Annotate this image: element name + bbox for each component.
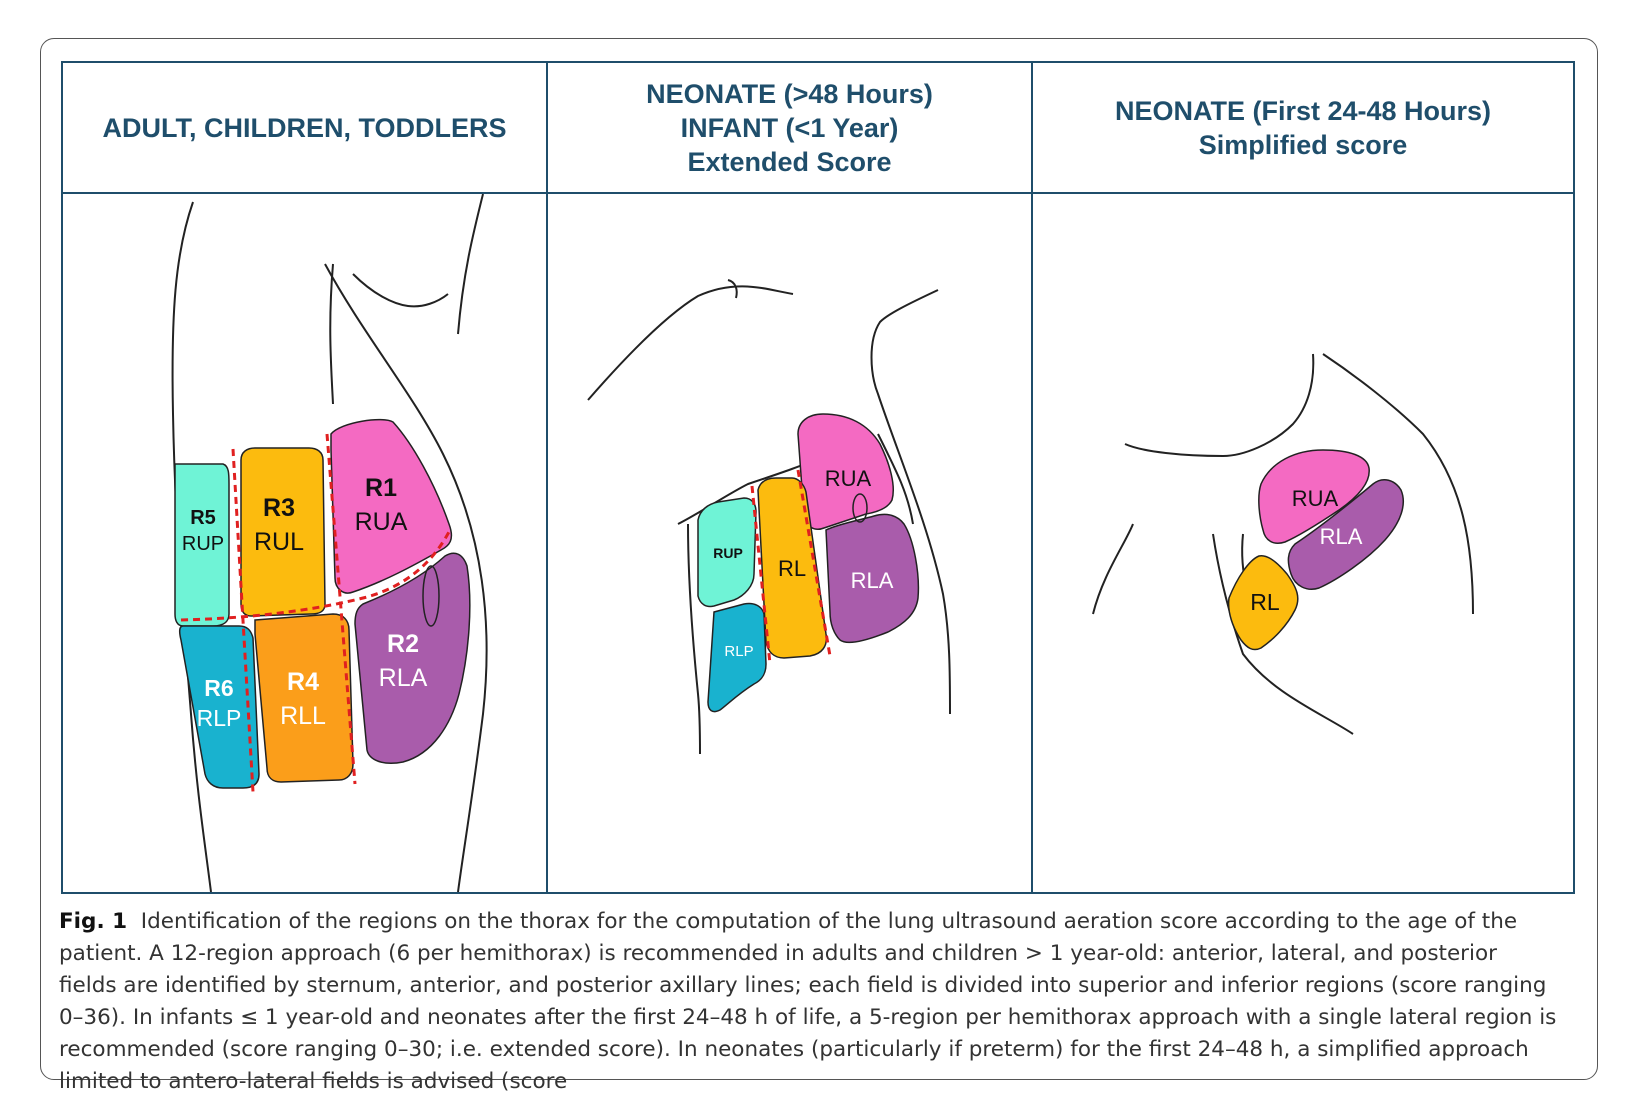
region-rl-shape-neonate xyxy=(1227,554,1299,651)
adult-anterior-axillary-line xyxy=(325,433,357,785)
region-r5-shape xyxy=(174,463,230,627)
region-rua-shape xyxy=(797,413,894,530)
region-r3-code: R3 xyxy=(263,494,295,522)
region-rup-label: RUP xyxy=(713,545,743,561)
neonate-side-outline xyxy=(1322,353,1474,615)
adult-shoulder-outline xyxy=(352,273,449,308)
column-divider-2 xyxy=(1031,63,1033,892)
header-divider xyxy=(63,192,1573,194)
region-r6-shape xyxy=(178,625,260,789)
region-rua-label-neonate: RUA xyxy=(1292,486,1339,511)
infant-nipple-marker xyxy=(852,493,868,523)
region-r2-name: RLA xyxy=(379,664,428,692)
figure-caption: Fig. 1 Identification of the regions on … xyxy=(59,906,1559,1098)
region-r3-shape xyxy=(240,447,326,617)
header-neonate-simplified-line-1: NEONATE (First 24-48 Hours) xyxy=(1114,95,1492,126)
region-rl-label-neonate: RL xyxy=(1250,589,1280,615)
neonate-extended-diagram: RUA RUP RL RLA RLP xyxy=(587,279,951,755)
neonate-back-outline xyxy=(1092,523,1134,615)
column-divider-1 xyxy=(546,63,548,892)
region-r4-shape xyxy=(254,613,354,783)
region-r6-name: RLP xyxy=(197,705,242,731)
infant-arm-end xyxy=(727,279,738,299)
adult-back-outline xyxy=(329,263,334,405)
neonate-simplified-diagram: RUA RLA RL xyxy=(1092,353,1474,735)
infant-shoulder-outline xyxy=(870,289,951,715)
region-r4-name: RLL xyxy=(280,702,326,730)
region-rua-label: RUA xyxy=(825,466,872,491)
infant-anterior-axillary-line xyxy=(796,469,832,657)
neonate-shoulder-outline xyxy=(1124,353,1315,458)
header-neonate-extended-line-2: INFANT (<1 Year) xyxy=(680,112,899,143)
header-adult: ADULT, CHILDREN, TODDLERS xyxy=(63,63,546,192)
region-rup-shape xyxy=(697,497,757,608)
header-neonate-extended-line-3: Extended Score xyxy=(687,146,892,177)
region-rla-label-neonate: RLA xyxy=(1320,524,1363,549)
region-rlp-label: RLP xyxy=(724,643,753,660)
infant-chest-lower-left xyxy=(687,523,701,755)
header-adult-line: ADULT, CHILDREN, TODDLERS xyxy=(102,112,507,143)
region-rua-shape-neonate xyxy=(1258,449,1370,544)
header-neonate-simplified-line-2: Simplified score xyxy=(1198,129,1408,160)
region-r6-code: R6 xyxy=(204,675,233,701)
region-rla-shape xyxy=(825,513,920,644)
adult-thorax-diagram: R5 RUP R3 RUL R1 RUA R6 RLP R4 RLL R2 RL… xyxy=(171,194,488,892)
infant-chest-right-outline xyxy=(877,433,914,525)
adult-arm-outline xyxy=(324,263,488,892)
region-r4-code: R4 xyxy=(287,668,319,696)
adult-posterior-axillary-line xyxy=(231,448,255,793)
caption-label: Fig. 1 xyxy=(59,909,128,934)
infant-arm-outline xyxy=(587,285,794,401)
region-r1-shape xyxy=(330,418,453,594)
region-r1-name: RUA xyxy=(355,508,408,536)
header-neonate-simplified: NEONATE (First 24-48 Hours) Simplified s… xyxy=(1033,63,1573,192)
infant-posterior-axillary-line xyxy=(750,485,772,665)
region-r3-name: RUL xyxy=(254,528,304,556)
region-r2-shape xyxy=(354,552,471,764)
region-r5-name: RUP xyxy=(182,533,224,555)
adult-body-outline-right xyxy=(457,194,484,335)
region-rl-label: RL xyxy=(778,556,806,581)
figure-table: ADULT, CHILDREN, TODDLERS NEONATE (>48 H… xyxy=(61,61,1575,894)
header-neonate-extended-line-1: NEONATE (>48 Hours) xyxy=(646,78,933,109)
region-rlp-shape xyxy=(707,602,767,713)
header-neonate-extended: NEONATE (>48 Hours) INFANT (<1 Year) Ext… xyxy=(548,63,1031,192)
region-r1-code: R1 xyxy=(365,474,397,502)
neonate-torso-lower xyxy=(1212,533,1354,735)
adult-horizontal-dashed-divider xyxy=(180,527,453,622)
region-r2-code: R2 xyxy=(387,630,419,658)
caption-text: Identification of the regions on the tho… xyxy=(59,909,1557,1094)
region-rla-label: RLA xyxy=(851,568,894,593)
region-rla-shape-neonate xyxy=(1287,479,1405,590)
region-r5-code: R5 xyxy=(190,507,216,529)
region-rl-shape xyxy=(757,477,828,659)
adult-nipple-marker xyxy=(422,565,440,627)
